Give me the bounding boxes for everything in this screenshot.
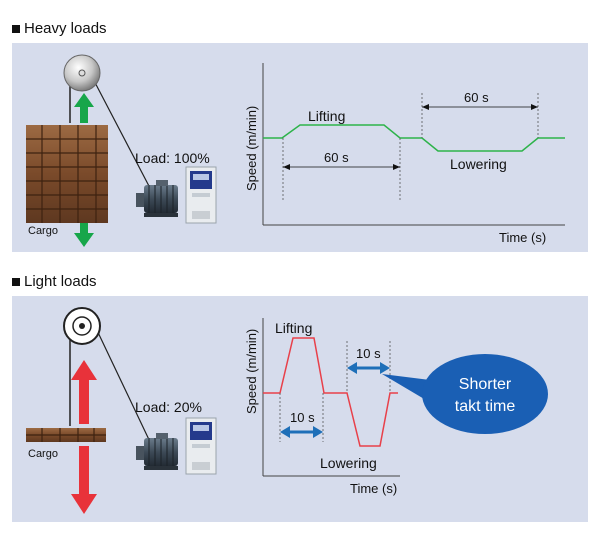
callout-line-1: Shorter [459,376,512,393]
light-title-text: Light loads [24,273,97,290]
heavy-lowering-label: Lowering [450,156,507,172]
light-ylabel: Speed (m/min) [244,329,259,414]
callout-line-2: takt time [455,398,516,415]
inverter-icon [185,166,217,224]
heavy-panel: Cargo Load: 100% Speed (m/m [12,43,588,252]
light-xlabel: Time (s) [350,481,397,496]
pulley-icon [63,54,101,92]
heavy-load-label: Load: 100% [135,150,210,166]
light-cargo-label: Cargo [28,448,58,460]
light-lifting-duration: 10 s [290,410,315,425]
lift-up-arrow-icon [74,93,94,123]
double-arrow-icon [280,426,290,438]
heavy-section-title: Heavy loads [12,20,107,37]
heavy-cargo-label: Cargo [28,225,58,237]
bullet-icon [12,277,20,286]
heavy-diagram: Cargo Load: 100% Speed (m/m [26,54,565,247]
light-panel: Cargo Load: 20% Speed (m/mi [12,296,588,522]
motor-icon [136,433,178,470]
lift-down-arrow-icon [74,223,94,247]
heavy-lifting-duration: 60 s [324,150,349,165]
heavy-lowering-duration: 60 s [464,90,489,105]
light-lifting-label: Lifting [275,320,312,336]
takt-time-callout: Shorter takt time [382,354,548,434]
heavy-lifting-label: Lifting [308,108,345,124]
light-lowering-label: Lowering [320,455,377,471]
light-lowering-duration: 10 s [356,346,381,361]
light-section-title: Light loads [12,273,97,290]
light-diagram: Cargo Load: 20% Speed (m/mi [26,307,548,514]
heavy-xlabel: Time (s) [499,230,546,245]
double-arrow-icon [347,362,357,374]
lift-down-arrow-icon [71,446,97,514]
inverter-icon [185,417,217,475]
light-chart: Speed (m/min) Time (s) Lifting Lowering … [244,318,400,496]
bullet-icon [12,24,20,33]
cargo-icon [26,428,106,442]
lift-up-arrow-icon [71,360,97,424]
heavy-speed-profile [263,124,565,152]
cargo-icon [26,125,108,223]
pulley-icon [63,307,101,345]
light-speed-profile [263,337,398,447]
heavy-title-text: Heavy loads [24,20,107,37]
motor-icon [136,180,178,217]
heavy-chart: Speed (m/min) Time (s) Lifting Lowering … [244,63,565,245]
light-load-label: Load: 20% [135,399,202,415]
heavy-ylabel: Speed (m/min) [244,106,259,191]
